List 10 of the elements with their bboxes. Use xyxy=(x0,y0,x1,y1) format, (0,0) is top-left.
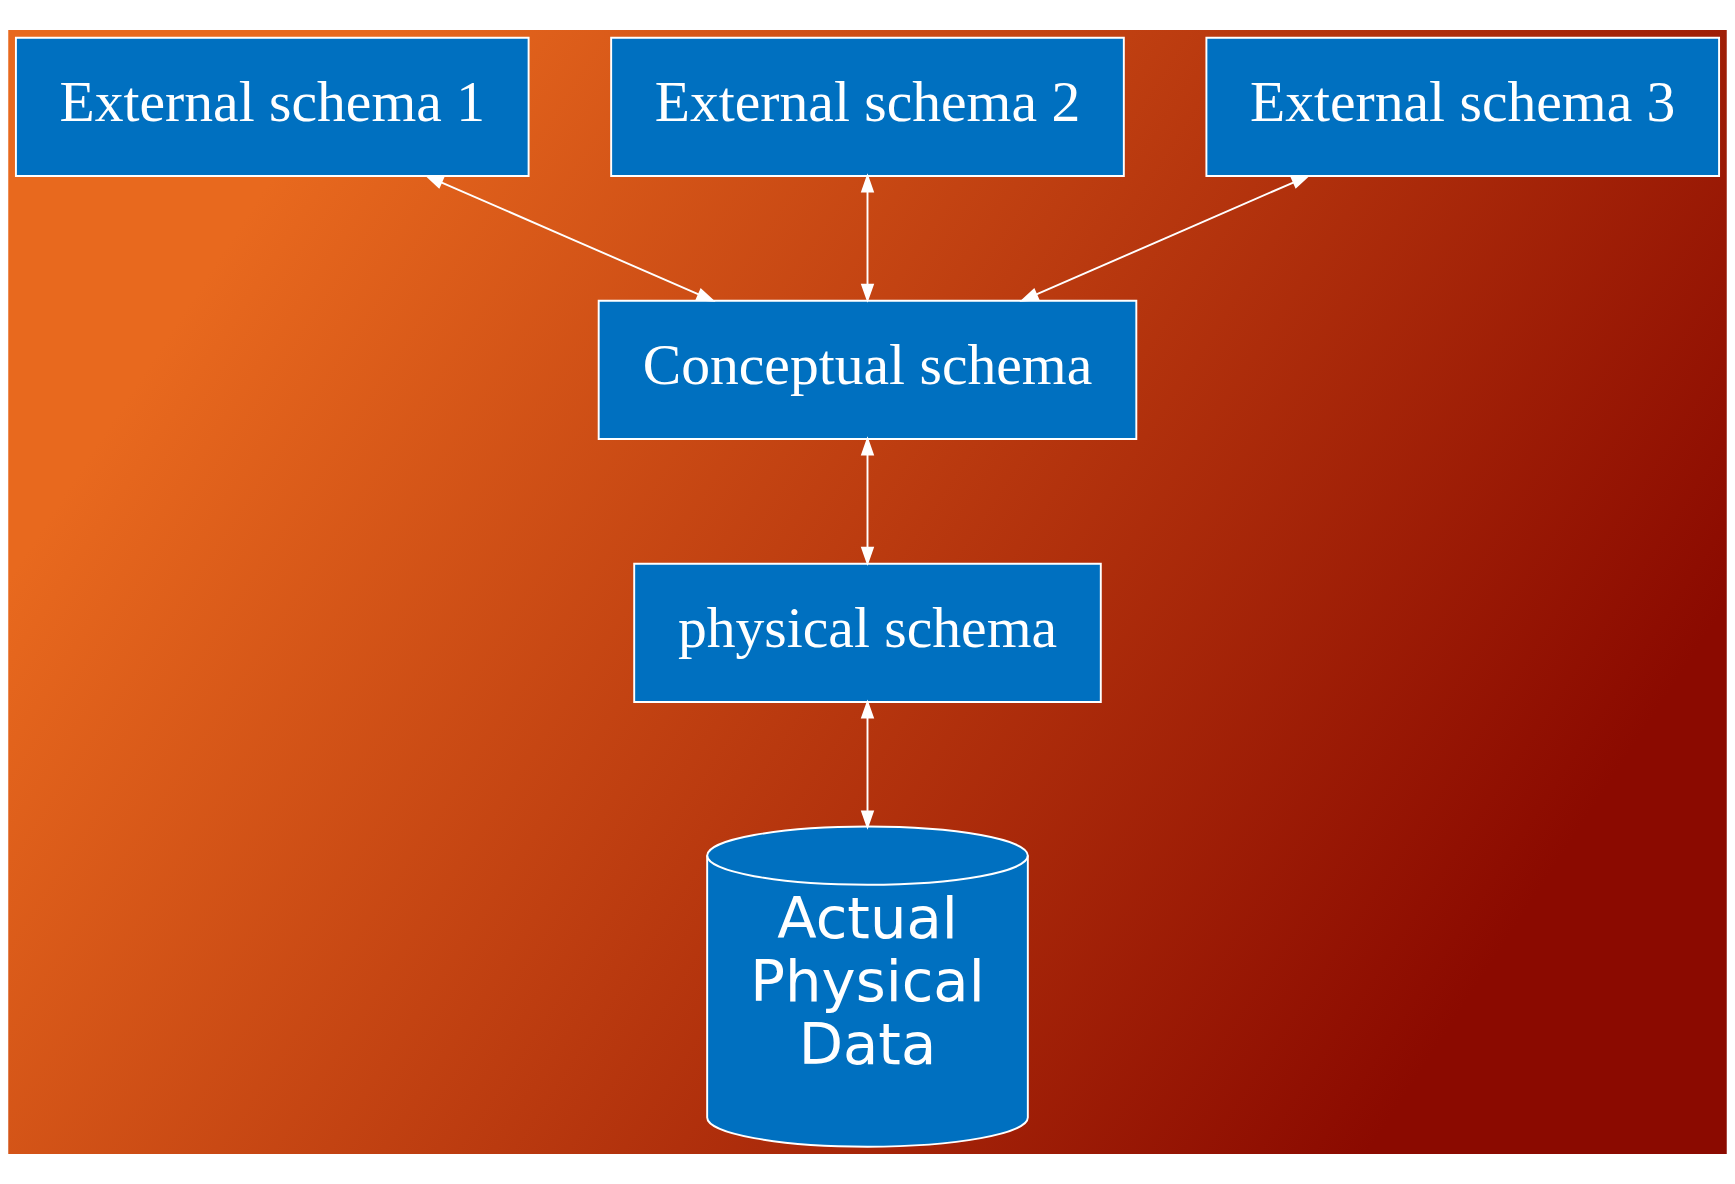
arrow xyxy=(424,175,716,302)
node-box: External schema 3 xyxy=(1205,36,1721,177)
arrow xyxy=(1019,175,1311,302)
node-box: External schema 2 xyxy=(610,36,1125,177)
arrow xyxy=(860,699,875,830)
arrow xyxy=(860,173,875,303)
node-box: physical schema xyxy=(633,562,1102,703)
arrow xyxy=(860,436,875,566)
node-box: External schema 1 xyxy=(14,36,530,177)
node-box: Conceptual schema xyxy=(597,299,1138,440)
